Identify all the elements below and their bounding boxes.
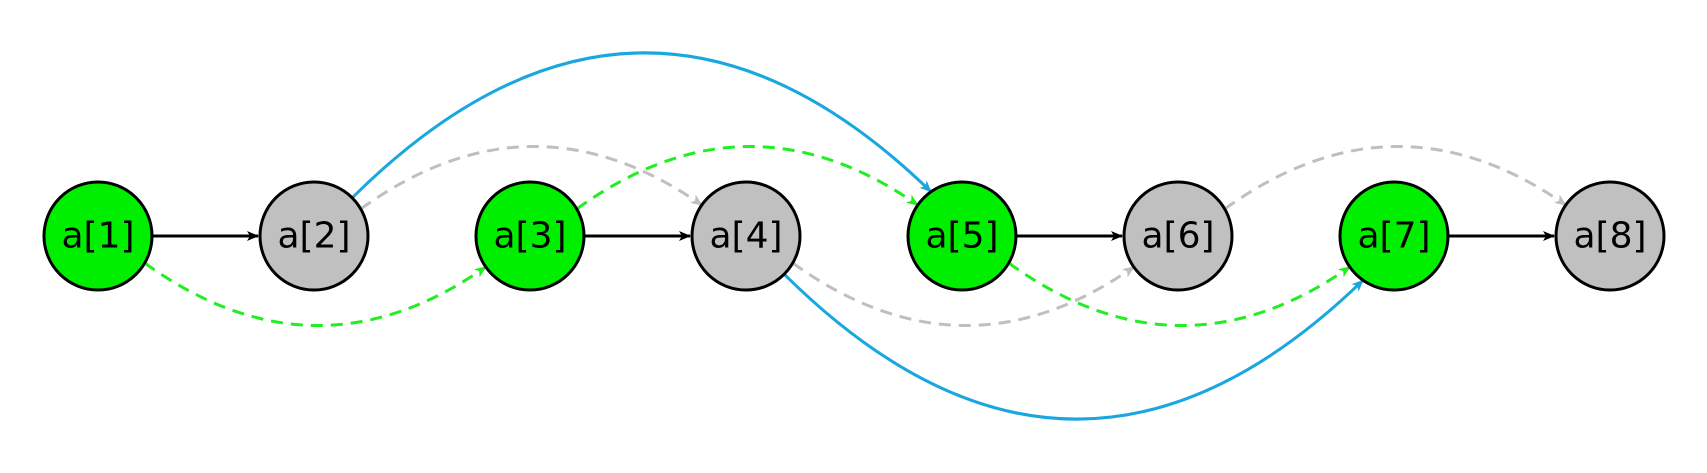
node-circle-n8 [1554, 180, 1666, 292]
edge-n6-n8 [1223, 145, 1567, 211]
nodes-layer: a[1] a[2] a[3] a[4] a[5] a[6] a[7] a[8] [42, 180, 1666, 292]
edge-n4-n7 [783, 273, 1365, 421]
edge-n3-n5 [575, 145, 919, 211]
node-n3: a[3] [474, 180, 586, 292]
node-label-n6: a[6] [1141, 216, 1214, 257]
edges-layer [143, 51, 1567, 421]
node-label-n8: a[8] [1573, 216, 1646, 257]
node-label-n1: a[1] [61, 216, 134, 257]
edge-n1-n3 [143, 261, 487, 327]
edge-n4-n6 [791, 261, 1135, 327]
edge-n2-n5 [351, 51, 933, 199]
node-label-n4: a[4] [709, 216, 782, 257]
node-label-n7: a[7] [1357, 216, 1430, 257]
node-circle-n4 [690, 180, 802, 292]
node-circle-n1 [42, 180, 154, 292]
node-n6: a[6] [1122, 180, 1234, 292]
node-circle-n6 [1122, 180, 1234, 292]
node-n2: a[2] [258, 180, 370, 292]
edge-n5-n7 [1007, 261, 1351, 327]
node-label-n5: a[5] [925, 216, 998, 257]
node-circle-n5 [906, 180, 1018, 292]
node-n5: a[5] [906, 180, 1018, 292]
node-circle-n7 [1338, 180, 1450, 292]
node-n4: a[4] [690, 180, 802, 292]
edge-n2-n4 [359, 145, 703, 211]
node-label-n2: a[2] [277, 216, 350, 257]
node-n7: a[7] [1338, 180, 1450, 292]
node-circle-n2 [258, 180, 370, 292]
node-n1: a[1] [42, 180, 154, 292]
node-n8: a[8] [1554, 180, 1666, 292]
node-label-n3: a[3] [493, 216, 566, 257]
node-circle-n3 [474, 180, 586, 292]
